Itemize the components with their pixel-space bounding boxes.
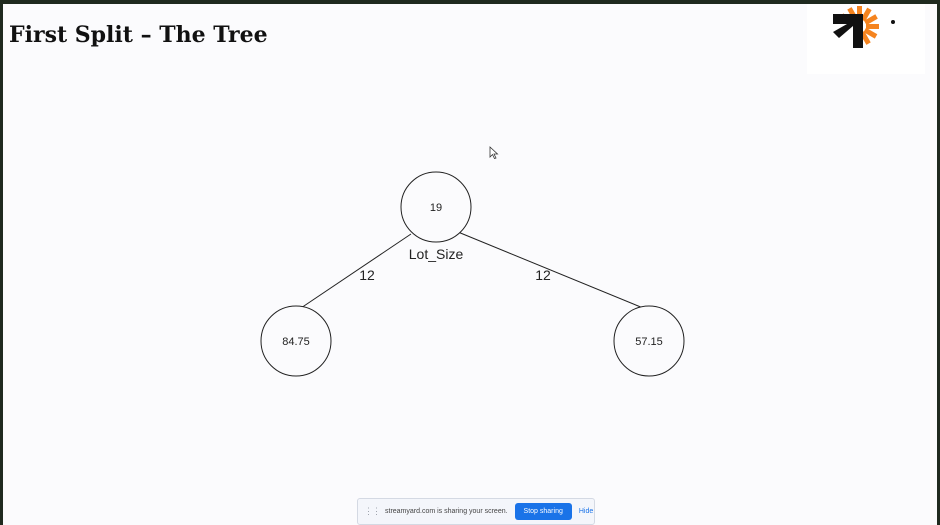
- tree-edge-right: [457, 231, 649, 311]
- tree-root-node: [400, 171, 472, 243]
- slide: First Split – The Tree: [3, 4, 937, 525]
- drag-handle-icon[interactable]: ⋮⋮: [364, 506, 381, 516]
- tree-right-value: 57.15: [635, 336, 663, 348]
- screen-share-bar: ⋮⋮ streamyard.com is sharing your screen…: [357, 498, 595, 525]
- tree-root-feature: Lot_Size: [409, 246, 464, 262]
- tree-right-node: [613, 305, 685, 377]
- hide-link[interactable]: Hide: [578, 508, 594, 515]
- share-message: streamyard.com is sharing your screen.: [385, 508, 508, 515]
- tree-edge-left-label: 12: [359, 267, 375, 283]
- logo: [807, 4, 925, 74]
- tree-left-value: 84.75: [282, 336, 310, 348]
- slide-title: First Split – The Tree: [9, 22, 268, 48]
- mouse-cursor-icon: [489, 146, 499, 159]
- logo-icon: [833, 6, 895, 48]
- tree-edge-right-label: 12: [535, 267, 551, 283]
- tree-root-value: 19: [430, 202, 442, 214]
- decision-tree: 19 Lot_Size 12 12 84.75 57.15: [260, 171, 685, 377]
- stop-sharing-button[interactable]: Stop sharing: [514, 503, 572, 520]
- tree-left-node: [260, 305, 332, 377]
- tree-edge-left: [294, 233, 412, 313]
